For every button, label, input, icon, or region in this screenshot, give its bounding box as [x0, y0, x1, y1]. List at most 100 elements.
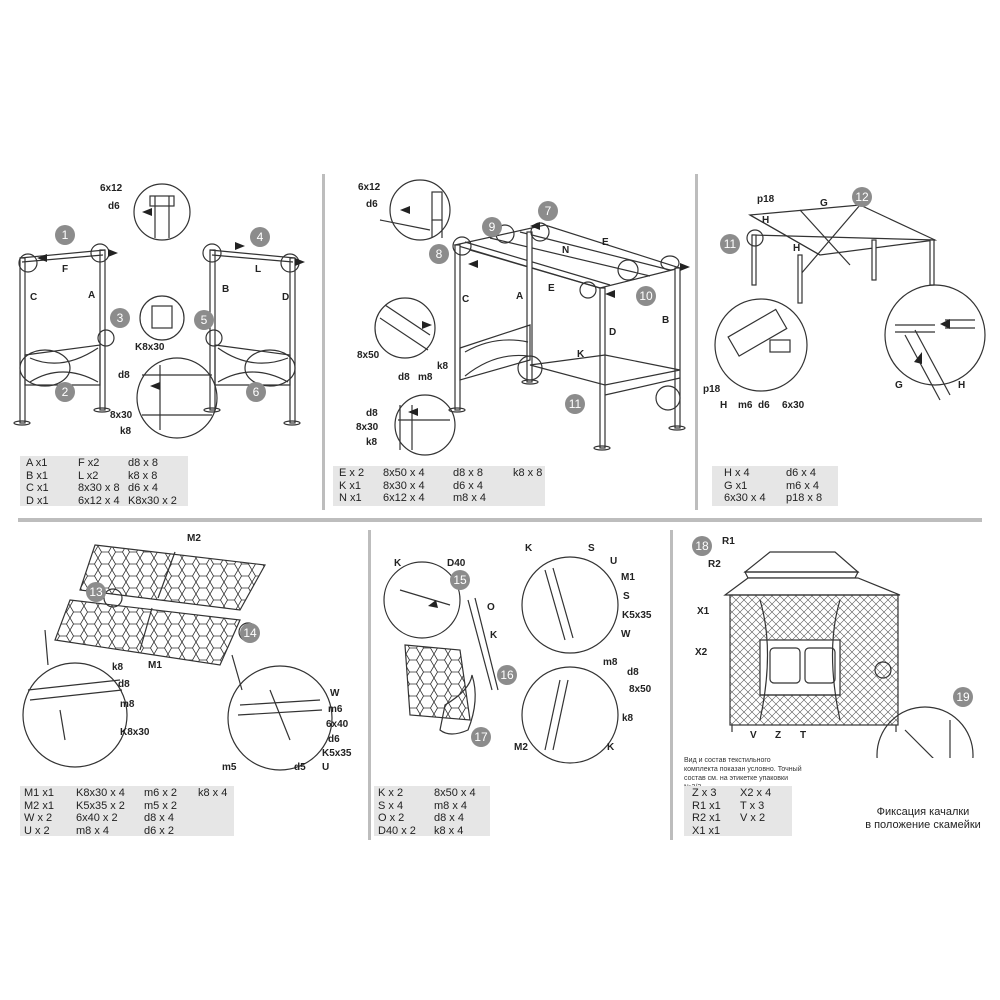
label-K5x35: K5x35 — [622, 610, 652, 621]
step-number: 15 — [453, 573, 467, 587]
parts-entry: d8 x 8 — [128, 457, 158, 469]
parts-entry: k8 x 4 — [434, 824, 464, 837]
step-number: 17 — [474, 730, 488, 744]
label-m6: m6 — [738, 400, 753, 411]
label-p18: p18 — [703, 384, 721, 395]
parts-entry: m8 x 4 — [434, 799, 468, 812]
parts-entry: d8 x 4 — [434, 812, 464, 824]
label-k8: k8 — [366, 437, 378, 448]
label-V: V — [750, 730, 757, 741]
parts-entry: E x 2 — [339, 467, 365, 479]
label-M1: M1 — [621, 572, 635, 583]
step-number: 10 — [639, 289, 653, 303]
label-C: C — [30, 292, 37, 303]
label-m6: m6 — [328, 704, 343, 715]
parts-entry: d6 x 2 — [144, 824, 174, 837]
parts-entry: F x2 — [78, 457, 100, 469]
parts-entry: T x 3 — [740, 799, 765, 812]
parts-entry: m5 x 2 — [144, 799, 178, 812]
label-8x50: 8x50 — [629, 684, 652, 695]
parts-entry: V x 2 — [740, 812, 766, 824]
label-W: W — [621, 629, 631, 640]
parts-entry: K x 2 — [378, 787, 404, 799]
label-K8x30: K8x30 — [120, 727, 150, 738]
panel-2-roof-assembly: 7 8 9 10 11 6x12 d6 E E N C A D B K 8x50… — [356, 179, 690, 456]
parts-entry: d6 x 4 — [786, 467, 816, 479]
parts-entry: X2 x 4 — [740, 787, 772, 799]
label-O: O — [487, 602, 495, 613]
step-badge-18 — [692, 536, 712, 556]
parts-entry: D40 x 2 — [378, 824, 416, 837]
parts-entry: S x 4 — [378, 799, 404, 812]
label-d8: d8 — [627, 667, 639, 678]
label-8x30: 8x30 — [110, 410, 133, 421]
parts-entry: 8x30 x 4 — [383, 479, 425, 492]
step-number: 3 — [117, 311, 124, 325]
label-k8: k8 — [120, 426, 132, 437]
step-number: 8 — [436, 247, 443, 261]
step-badge-4 — [250, 227, 270, 247]
step-badge-11 — [565, 394, 585, 414]
label-K8x30: K8x30 — [135, 342, 165, 353]
label-p18: p18 — [757, 194, 775, 205]
parts-entry: W x 2 — [24, 812, 53, 824]
label-R1: R1 — [722, 536, 735, 547]
label-d8: d8 — [366, 408, 378, 419]
label-D: D — [609, 327, 616, 338]
label-K: K — [525, 543, 533, 554]
label-m5: m5 — [222, 762, 237, 773]
label-C: C — [462, 294, 469, 305]
label-d8: d8 — [118, 370, 130, 381]
label-K: K — [394, 558, 402, 569]
parts-entry: R1 x1 — [692, 799, 721, 812]
label-H: H — [720, 400, 727, 411]
label-8x30: 8x30 — [356, 422, 379, 433]
label-H: H — [958, 380, 965, 391]
parts-entry: B x1 — [26, 469, 49, 482]
label-U: U — [322, 762, 329, 773]
divider-v4 — [670, 530, 673, 840]
label-6x12: 6x12 — [100, 183, 123, 194]
label-d6: d6 — [366, 199, 378, 210]
step-number: 11 — [569, 397, 582, 411]
step-badge-10 — [636, 286, 656, 306]
step-number: 4 — [257, 230, 264, 244]
label-K: K — [577, 349, 585, 360]
parts-entry: A x1 — [26, 457, 48, 469]
step-number: 9 — [489, 220, 496, 234]
label-d8: d8 — [398, 372, 410, 383]
label-X2: X2 — [695, 647, 708, 658]
step-badge-16 — [497, 665, 517, 685]
label-K: K — [607, 742, 615, 753]
parts-entry: L x2 — [78, 469, 99, 482]
label-K5x35: K5x35 — [322, 748, 352, 759]
parts-entry: M2 x1 — [24, 799, 54, 812]
label-K: K — [490, 630, 498, 641]
swing-lock-caption: Фиксация качалки в положение скамейки — [858, 806, 988, 832]
step-badge-1 — [55, 225, 75, 245]
step-badge-7 — [538, 201, 558, 221]
parts-entry: N x1 — [339, 492, 362, 504]
step-badge-6 — [246, 382, 266, 402]
parts-entry: D x1 — [26, 494, 49, 507]
label-M1: M1 — [148, 660, 162, 671]
step-badge-12 — [852, 187, 872, 207]
step-badge-9 — [482, 217, 502, 237]
label-d6: d6 — [758, 400, 770, 411]
label-F: F — [62, 264, 68, 275]
parts-entry: d6 x 4 — [128, 482, 158, 494]
step-number: 18 — [695, 539, 709, 553]
parts-entry: K x1 — [339, 479, 362, 492]
label-U: U — [610, 556, 617, 567]
step-number: 1 — [62, 228, 69, 242]
step-number: 2 — [62, 385, 69, 399]
step-number: 12 — [855, 190, 869, 204]
caption-line-2: в положение скамейки — [865, 819, 981, 831]
label-d5: d5 — [294, 762, 306, 773]
label-D: D — [282, 292, 289, 303]
label-S: S — [588, 543, 595, 554]
label-G: G — [895, 380, 903, 391]
parts-entry: m8 x 4 — [76, 824, 110, 837]
step-number: 11 — [724, 237, 737, 251]
